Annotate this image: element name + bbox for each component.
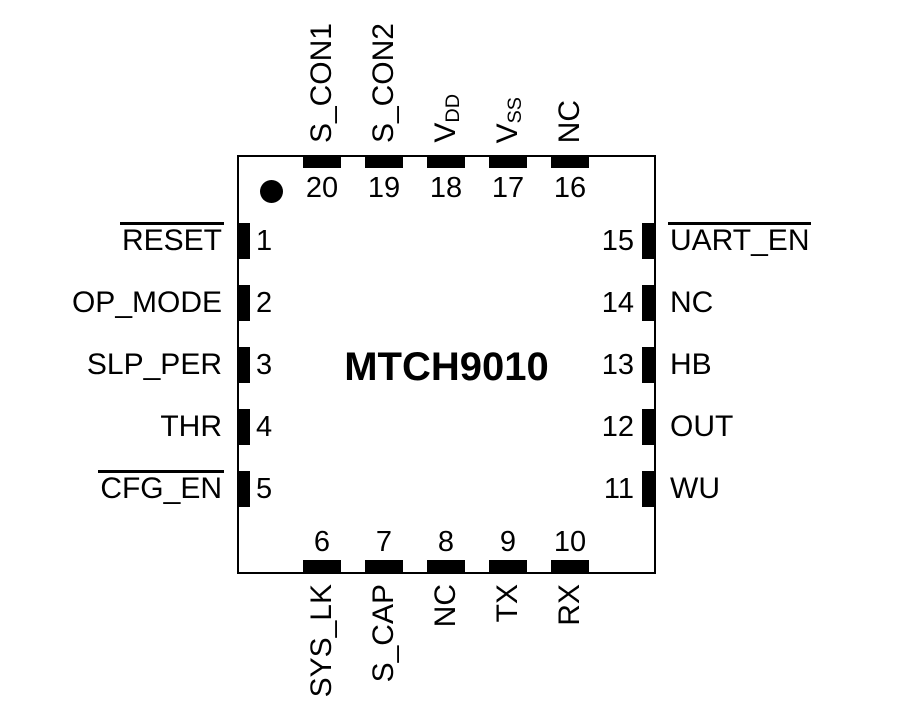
pin-number-18: 18 [429, 172, 463, 204]
pin-number-15: 15 [601, 225, 634, 257]
pin-pad-14 [642, 285, 655, 321]
pin-label-16: NC [553, 99, 586, 143]
pin-pad-4 [237, 409, 250, 445]
pin-pad-11 [642, 471, 655, 507]
pin-number-16: 16 [553, 172, 587, 204]
pin-pad-8 [427, 560, 465, 573]
pin-pad-12 [642, 409, 655, 445]
pin-label-19: S_CON2 [367, 22, 400, 143]
pin-number-8: 8 [437, 526, 455, 558]
pin-number-12: 12 [601, 411, 634, 443]
pin-pad-17 [489, 155, 527, 168]
pin-label-6: SYS_LK [305, 584, 338, 698]
pin-pad-19 [365, 155, 403, 168]
pin-pad-1 [237, 223, 250, 259]
pin-label-10: RX [553, 584, 586, 626]
pin-number-2: 2 [256, 287, 273, 319]
pin-pad-9 [489, 560, 527, 573]
pin-label-17: VSS [491, 96, 526, 143]
pin1-indicator-icon [260, 180, 283, 203]
pin-label-9: TX [491, 584, 524, 623]
pin-label-8: NC [429, 584, 462, 628]
pin-pad-18 [427, 155, 465, 168]
pin-number-5: 5 [256, 473, 273, 505]
pin-number-4: 4 [256, 411, 273, 443]
pin-number-9: 9 [499, 526, 517, 558]
pin-label-11: WU [670, 472, 720, 505]
pin-number-3: 3 [256, 349, 273, 381]
pin-number-7: 7 [375, 526, 393, 558]
pin-pad-2 [237, 285, 250, 321]
pin-pad-10 [551, 560, 589, 573]
pin-number-13: 13 [601, 349, 634, 381]
pin-number-6: 6 [313, 526, 331, 558]
part-number-label: MTCH9010 [344, 345, 549, 389]
pin-number-10: 10 [553, 526, 587, 558]
pin-label-20: S_CON1 [305, 22, 338, 143]
pin-pad-3 [237, 347, 250, 383]
pin-number-20: 20 [305, 172, 339, 204]
pin-number-1: 1 [256, 225, 273, 257]
pin-label-5: CFG_EN [98, 470, 224, 505]
pin-label-3: SLP_PER [86, 348, 222, 381]
chip-body [237, 155, 656, 574]
pin-label-18: VDD [429, 94, 464, 143]
pin-number-17: 17 [491, 172, 525, 204]
pin-pad-13 [642, 347, 655, 383]
pin-pad-7 [365, 560, 403, 573]
pin-label-1: RESET [119, 222, 225, 257]
pin-pad-16 [551, 155, 589, 168]
pin-pad-6 [303, 560, 341, 573]
pin-label-13: HB [670, 348, 712, 381]
pin-label-7: S_CAP [367, 584, 400, 683]
pin-pad-20 [303, 155, 341, 168]
pin-pad-15 [642, 223, 655, 259]
pin-pad-5 [237, 471, 250, 507]
pin-label-4: THR [160, 410, 222, 443]
pin-number-19: 19 [367, 172, 401, 204]
pin-number-11: 11 [603, 473, 634, 505]
pin-number-14: 14 [601, 287, 634, 319]
pin-label-15: UART_EN [667, 222, 812, 257]
pin-label-12: OUT [670, 410, 734, 443]
pin-label-14: NC [670, 286, 714, 319]
pin-label-2: OP_MODE [71, 286, 222, 319]
